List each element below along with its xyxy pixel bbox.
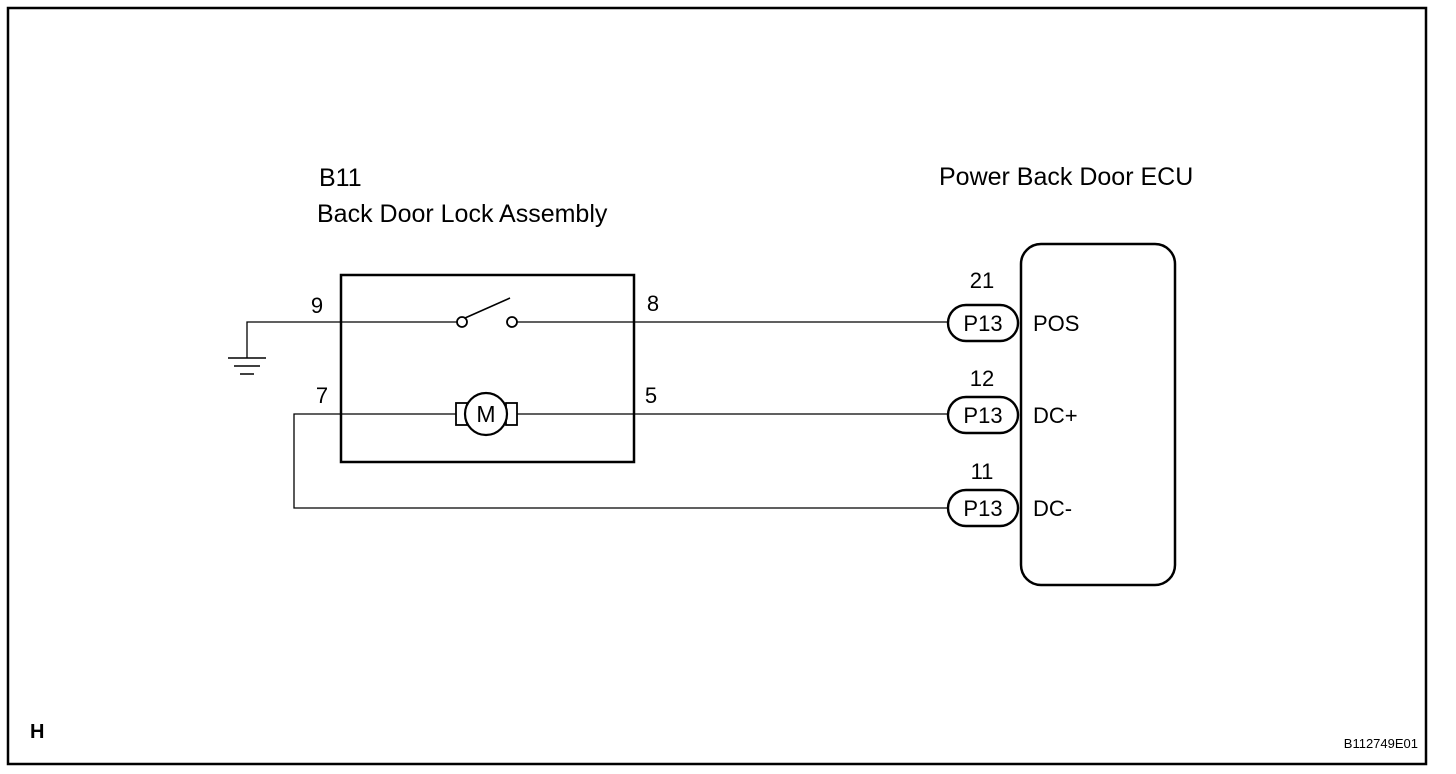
svg-text:P13: P13	[963, 403, 1002, 428]
motor-icon: M	[455, 391, 518, 437]
figure-code: B112749E01	[1344, 736, 1418, 751]
signal-pos: POS	[1033, 311, 1079, 336]
svg-text:P13: P13	[963, 496, 1002, 521]
pin-9: 9	[311, 293, 323, 318]
ecu-terminal-dc-minus: 11 P13 DC-	[946, 459, 1072, 528]
svg-text:P13: P13	[963, 311, 1002, 336]
diagram-frame	[6, 6, 1428, 766]
ecu-pin-12: 12	[970, 366, 994, 391]
component-code: B11	[319, 164, 362, 192]
signal-dc-plus: DC+	[1033, 403, 1078, 428]
pin-5: 5	[645, 383, 657, 408]
ecu-box	[1019, 242, 1177, 587]
ecu-terminal-pos: 21 P13 POS	[946, 268, 1079, 343]
ground-icon	[228, 357, 266, 375]
pin-8: 8	[647, 291, 659, 316]
switch-icon	[456, 297, 518, 328]
ecu-title: Power Back Door ECU	[939, 163, 1193, 191]
connector-p13-pos	[946, 303, 1020, 343]
lock-assembly-box	[339, 273, 636, 464]
section-letter: H	[30, 721, 44, 743]
wire-ground	[246, 321, 459, 358]
ecu-pin-21: 21	[970, 268, 994, 293]
ecu-terminal-dc-plus: 12 P13 DC+	[946, 366, 1078, 435]
component-name: Back Door Lock Assembly	[317, 200, 608, 228]
connector-p13-dc-plus	[946, 395, 1020, 435]
pin-7: 7	[316, 383, 328, 408]
connector-p13-dc-minus	[946, 488, 1020, 528]
svg-text:M: M	[476, 401, 495, 427]
signal-dc-minus: DC-	[1033, 496, 1072, 521]
wire-dc-minus	[293, 413, 950, 509]
ecu-pin-11: 11	[971, 459, 994, 484]
